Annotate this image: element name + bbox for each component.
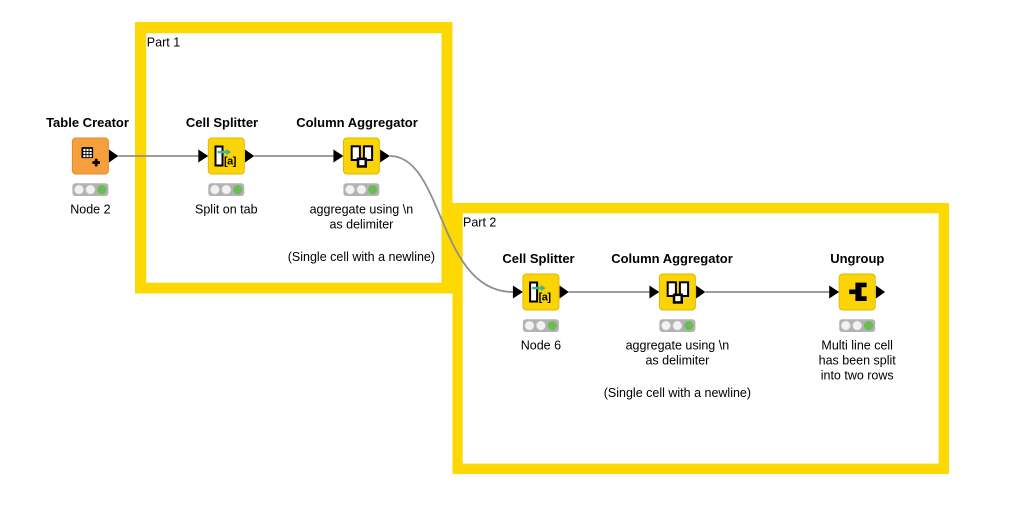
svg-text:Column Aggregator: Column Aggregator [611,251,733,266]
svg-text:Cell Splitter: Cell Splitter [502,251,574,266]
svg-text:(Single cell with a newline): (Single cell with a newline) [288,250,435,264]
svg-text:[a]: [a] [539,292,552,304]
svg-text:as delimiter: as delimiter [645,354,709,368]
svg-text:Table Creator: Table Creator [46,115,129,130]
svg-text:Node 6: Node 6 [521,339,561,353]
svg-text:has been split: has been split [819,354,897,368]
svg-text:aggregate using \n: aggregate using \n [626,339,730,353]
svg-text:Node 2: Node 2 [70,203,110,217]
svg-text:(Single cell with a newline): (Single cell with a newline) [604,386,751,400]
svg-text:aggregate using \n: aggregate using \n [310,203,414,217]
svg-text:into two rows: into two rows [821,369,894,383]
svg-text:Part 2: Part 2 [463,216,496,230]
svg-text:Cell Splitter: Cell Splitter [186,115,258,130]
svg-text:as delimiter: as delimiter [329,218,393,232]
svg-text:Part 1: Part 1 [147,36,180,50]
svg-text:Multi line cell: Multi line cell [821,339,893,353]
svg-text:Split on tab: Split on tab [195,203,258,217]
svg-text:Ungroup: Ungroup [830,251,884,266]
svg-text:Column Aggregator: Column Aggregator [296,115,418,130]
svg-text:[a]: [a] [224,156,237,168]
